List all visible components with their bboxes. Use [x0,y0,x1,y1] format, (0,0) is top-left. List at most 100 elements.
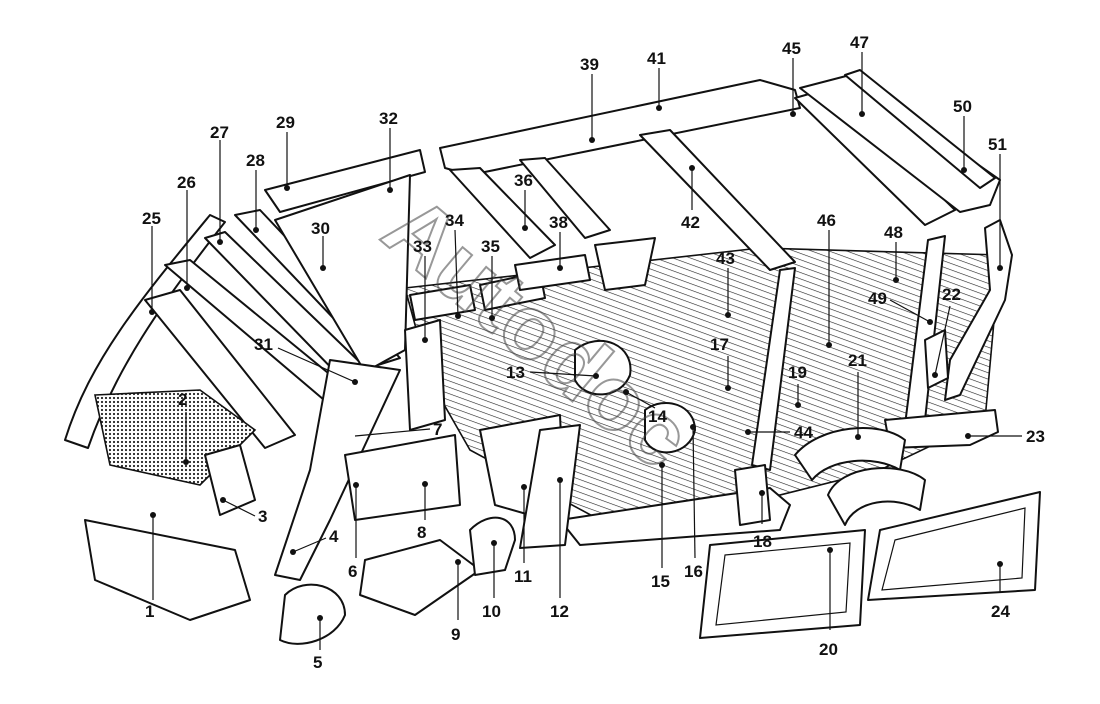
svg-text:39: 39 [580,55,599,74]
callout-21: 21 [848,351,867,440]
svg-text:43: 43 [716,249,735,268]
callout-10: 10 [482,540,501,621]
callout-48: 48 [884,223,903,283]
callout-24: 24 [991,561,1010,621]
svg-text:23: 23 [1026,427,1045,446]
svg-text:21: 21 [848,351,867,370]
callout-51: 51 [988,135,1007,271]
svg-text:44: 44 [794,423,813,442]
callout-23: 23 [965,427,1045,446]
svg-text:13: 13 [506,363,525,382]
callout-11: 11 [514,484,532,586]
svg-text:50: 50 [953,97,972,116]
svg-text:20: 20 [819,640,838,659]
svg-text:18: 18 [753,532,772,551]
callout-7: 7 [354,420,442,439]
svg-text:49: 49 [868,289,887,308]
callout-25: 25 [142,209,161,315]
svg-text:46: 46 [817,211,836,230]
callout-4: 4 [290,527,339,555]
callout-34: 34 [445,211,464,319]
svg-text:2: 2 [178,390,187,409]
svg-text:35: 35 [481,237,500,256]
svg-text:36: 36 [514,171,533,190]
svg-text:45: 45 [782,39,801,58]
callout-30: 30 [311,219,330,271]
callout-41: 41 [647,49,666,111]
svg-text:48: 48 [884,223,903,242]
svg-text:16: 16 [684,562,703,581]
callout-31: 31 [254,335,358,385]
callout-15: 15 [651,462,670,591]
svg-text:30: 30 [311,219,330,238]
svg-text:5: 5 [313,653,322,672]
front-body-frame [64,149,771,645]
wheel-arches [794,427,926,526]
callout-33: 33 [413,237,432,343]
svg-text:1: 1 [145,602,154,621]
svg-text:3: 3 [258,507,267,526]
callout-8: 8 [417,481,428,542]
callout-17: 17 [710,335,731,391]
callout-49: 49 [868,289,933,325]
callout-28: 28 [246,151,265,233]
svg-text:51: 51 [988,135,1007,154]
callout-38: 38 [549,213,568,271]
roof-frame [439,69,1001,271]
svg-text:19: 19 [788,363,807,382]
svg-text:4: 4 [329,527,339,546]
svg-text:10: 10 [482,602,501,621]
callout-47: 47 [850,33,869,117]
callout-44: 44 [745,423,813,442]
svg-text:25: 25 [142,209,161,228]
svg-text:11: 11 [514,567,532,586]
svg-text:22: 22 [942,285,961,304]
callout-46: 46 [817,211,836,348]
callout-20: 20 [819,547,838,659]
svg-text:12: 12 [550,602,569,621]
svg-text:32: 32 [379,109,398,128]
callout-5: 5 [313,615,323,672]
callout-14: 14 [623,389,667,426]
callout-2: 2 [178,390,189,465]
callout-3: 3 [220,497,267,526]
svg-text:7: 7 [433,420,442,439]
svg-text:6: 6 [348,562,357,581]
svg-text:28: 28 [246,151,265,170]
svg-text:31: 31 [254,335,273,354]
svg-text:47: 47 [850,33,869,52]
svg-text:34: 34 [445,211,464,230]
callout-6: 6 [348,482,359,581]
callout-35: 35 [481,237,500,321]
svg-text:26: 26 [177,173,196,192]
callout-43: 43 [716,249,735,318]
svg-text:29: 29 [276,113,295,132]
svg-text:14: 14 [648,407,667,426]
callout-50: 50 [953,97,972,173]
svg-text:17: 17 [710,335,729,354]
callout-16: 16 [684,424,703,581]
callout-45: 45 [782,39,801,117]
callout-9: 9 [451,559,461,644]
callout-26: 26 [177,173,196,291]
svg-text:42: 42 [681,213,700,232]
svg-text:24: 24 [991,602,1010,621]
callout-19: 19 [788,363,807,408]
callout-39: 39 [580,55,599,143]
svg-text:33: 33 [413,237,432,256]
callout-1: 1 [145,512,156,621]
callout-13: 13 [506,363,599,382]
callout-42: 42 [681,165,700,232]
svg-text:15: 15 [651,572,670,591]
callout-29: 29 [276,113,295,191]
svg-text:27: 27 [210,123,229,142]
callout-32: 32 [379,109,398,193]
callout-18: 18 [753,490,772,551]
svg-text:41: 41 [647,49,666,68]
svg-text:9: 9 [451,625,460,644]
svg-text:8: 8 [417,523,426,542]
callout-12: 12 [550,477,569,621]
callout-22: 22 [932,285,961,378]
svg-text:38: 38 [549,213,568,232]
